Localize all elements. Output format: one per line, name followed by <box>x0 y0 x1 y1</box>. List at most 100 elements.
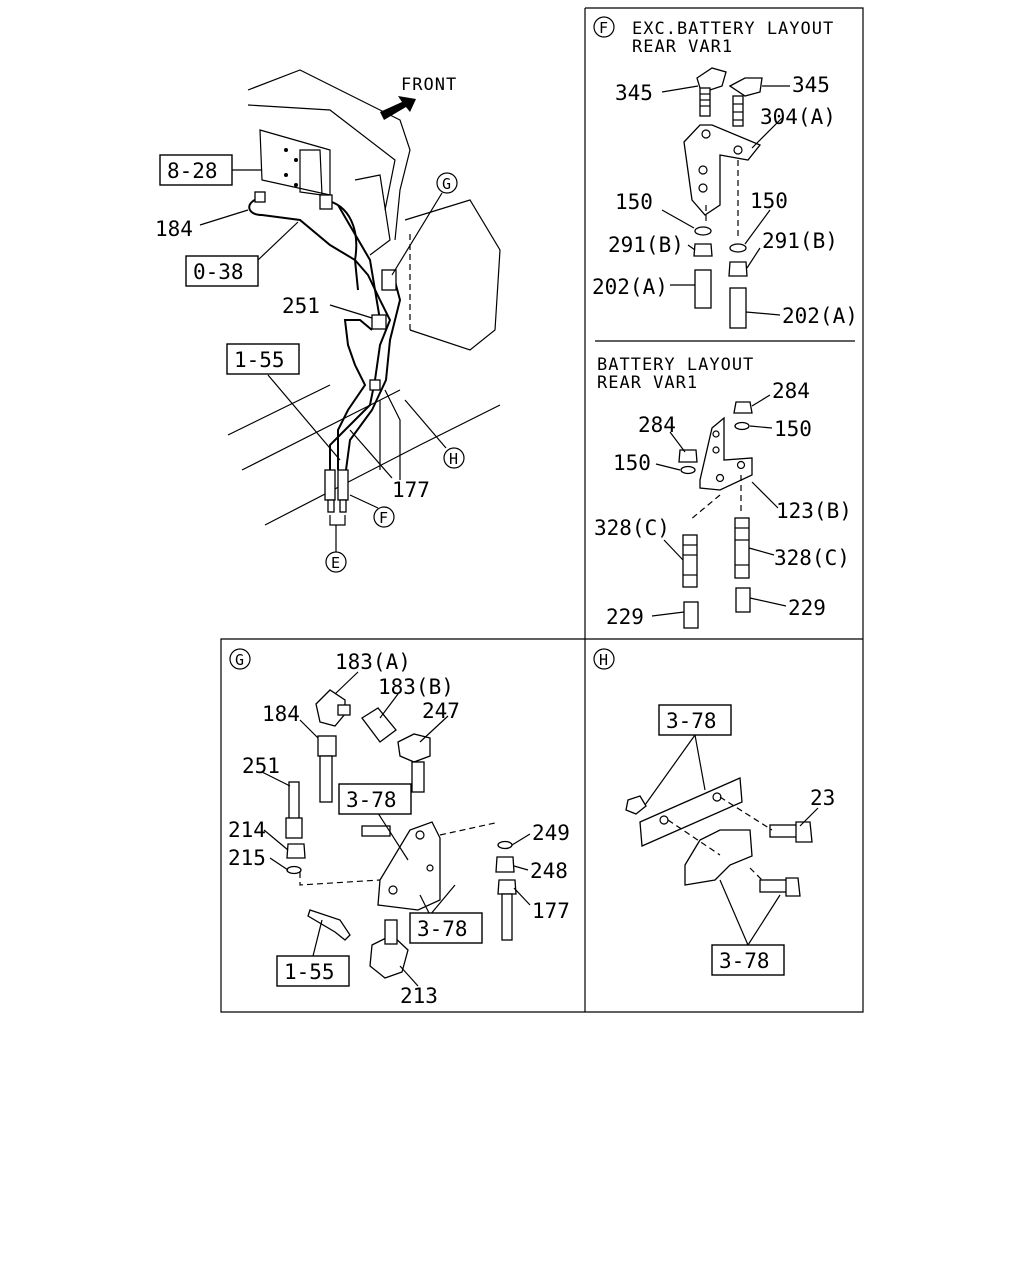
label-247: 247 <box>422 699 460 723</box>
label-177-g: 177 <box>532 899 570 923</box>
panel-g-parts <box>285 689 517 979</box>
label-304a: 304(A) <box>760 105 836 129</box>
brake-pipes <box>248 197 402 471</box>
label-345-right: 345 <box>792 73 830 97</box>
battery-title-1: BATTERY LAYOUT <box>597 355 754 375</box>
callout-circle-g <box>436 172 458 194</box>
bracket-123b <box>699 416 753 491</box>
label-150-left: 150 <box>615 190 653 214</box>
label-184-g: 184 <box>262 702 300 726</box>
label-150-battery-right: 150 <box>774 417 812 441</box>
panel-g: G <box>228 648 570 1008</box>
front-label: FRONT <box>401 75 457 95</box>
label-202a-right: 202(A) <box>782 304 858 328</box>
panel-f-title-2: REAR VAR1 <box>632 37 733 57</box>
nut-284-top <box>733 401 753 414</box>
cap-229-right <box>735 587 751 613</box>
panel-g-leaders <box>261 671 531 987</box>
bracket-304a <box>683 124 762 216</box>
ref-box-1-55-g <box>276 955 350 987</box>
ref-8-28: 8-28 <box>167 159 218 183</box>
spacer-202a-right <box>729 287 747 329</box>
part-177-main: 177 <box>392 478 430 502</box>
panel-h: H 3-78 23 3-78 <box>593 648 835 976</box>
label-183b: 183(B) <box>378 675 454 699</box>
label-284-left: 284 <box>638 413 676 437</box>
washer-150-right <box>729 243 747 253</box>
spacer-202a-left <box>694 269 712 309</box>
front-arrow-icon <box>380 96 416 120</box>
part-184-main: 184 <box>155 217 193 241</box>
label-150-right: 150 <box>750 189 788 213</box>
chassis-outline <box>227 69 501 526</box>
washer-150-battery-right <box>734 421 750 431</box>
ref-3-78-g-bottom: 3-78 <box>417 917 468 941</box>
callout-circle-h <box>443 447 465 469</box>
nut-291b-left <box>693 243 713 257</box>
label-215: 215 <box>228 846 266 870</box>
ref-3-78-h-top: 3-78 <box>666 709 717 733</box>
main-leaders <box>199 169 447 552</box>
callout-f: F <box>379 509 388 527</box>
label-291b-left: 291(B) <box>608 233 684 257</box>
stud-328c-right <box>734 517 750 579</box>
label-284-top: 284 <box>772 379 810 403</box>
label-345-left: 345 <box>615 81 653 105</box>
ref-box-3-78-g-bottom <box>409 912 483 944</box>
stud-328c-left <box>682 534 698 588</box>
elbow-345-right <box>728 77 763 127</box>
ref-box-8-28 <box>159 154 233 186</box>
callout-e: E <box>331 554 340 572</box>
panel-f-marker-circle <box>593 16 615 38</box>
battery-leaders <box>651 394 787 617</box>
label-248: 248 <box>530 859 568 883</box>
label-229-right: 229 <box>788 596 826 620</box>
nut-291b-right <box>728 261 748 277</box>
ref-box-0-38 <box>185 255 259 287</box>
label-202a-left: 202(A) <box>592 275 668 299</box>
panel-f-leaders <box>661 85 790 316</box>
cap-229-left <box>683 601 699 629</box>
main-view: FRONT <box>155 69 501 573</box>
label-23: 23 <box>810 786 835 810</box>
label-251-g: 251 <box>242 754 280 778</box>
elbow-345-left <box>696 67 727 117</box>
ref-0-38: 0-38 <box>193 260 244 284</box>
ref-box-1-55-main <box>226 343 300 375</box>
main-fittings <box>254 191 397 526</box>
panel-h-parts <box>625 777 813 897</box>
label-213: 213 <box>400 984 438 1008</box>
panel-g-marker: G <box>235 651 244 669</box>
callout-circle-e <box>325 551 347 573</box>
panel-h-marker: H <box>599 651 608 669</box>
label-214: 214 <box>228 818 266 842</box>
nut-284-left <box>678 449 698 463</box>
battery-title-2: REAR VAR1 <box>597 373 698 393</box>
panel-h-marker-circle <box>593 648 615 670</box>
ref-box-3-78-h-top <box>658 704 732 736</box>
label-183a: 183(A) <box>335 650 411 674</box>
panel-f-marker: F <box>599 19 608 37</box>
callout-circle-f <box>373 506 395 528</box>
callout-h: H <box>449 450 458 468</box>
ref-box-3-78-h-bottom <box>711 944 785 976</box>
ref-3-78-h-bottom: 3-78 <box>719 949 770 973</box>
panel-f: F EXC.BATTERY LAYOUT REAR VAR1 <box>592 16 858 629</box>
washer-150-battery-left <box>680 465 696 475</box>
label-229-left: 229 <box>606 605 644 629</box>
callout-g: G <box>442 175 451 193</box>
panel-h-leaders <box>644 734 819 946</box>
ref-1-55-main: 1-55 <box>234 348 285 372</box>
label-328c-right: 328(C) <box>774 546 850 570</box>
label-123b: 123(B) <box>776 499 852 523</box>
label-291b-right: 291(B) <box>762 229 838 253</box>
label-249: 249 <box>532 821 570 845</box>
label-328c-left: 328(C) <box>594 516 670 540</box>
ref-3-78-g-top: 3-78 <box>346 788 397 812</box>
ref-box-3-78-g-top <box>338 783 412 815</box>
panel-f-title-1: EXC.BATTERY LAYOUT <box>632 19 834 39</box>
panel-g-marker-circle <box>229 648 251 670</box>
panel-frames <box>220 7 864 1013</box>
part-251-main: 251 <box>282 294 320 318</box>
